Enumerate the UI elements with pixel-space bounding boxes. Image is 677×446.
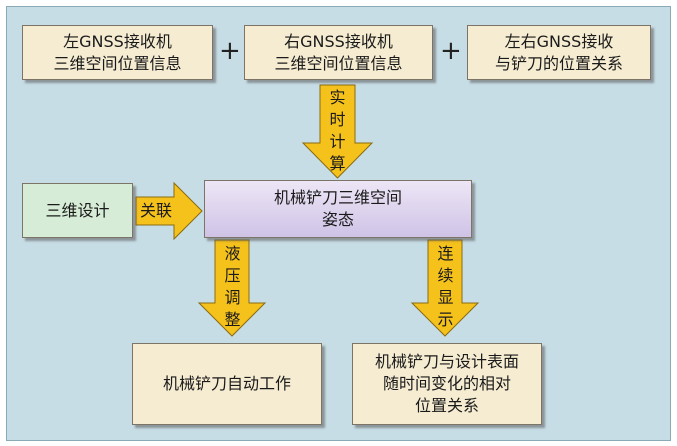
arrow-hydraulic [197,239,267,337]
box-attitude-line1: 机械铲刀三维空间 [273,188,402,207]
box-relative-line2: 随时间变化的相对 [382,374,511,393]
arrow-link [135,181,203,241]
plus-sign-1: + [219,36,241,66]
box-left-gnss: 左GNSS接收机 三维空间位置信息 [22,25,213,80]
box-design: 三维设计 [22,183,133,238]
arrow-display [410,239,480,337]
label-realtime-char: 时 [329,110,346,129]
box-right-gnss: 右GNSS接收机 三维空间位置信息 [244,25,433,80]
label-hydraulic-char: 液 [224,244,241,263]
label-display-char: 连 [437,244,454,263]
box-relation-line1: 左右GNSS接收 [504,31,614,51]
label-display-char: 显 [437,288,454,307]
box-auto-work-label: 机械铲刀自动工作 [162,374,291,393]
label-realtime-char: 计 [329,132,346,151]
box-relation: 左右GNSS接收 与铲刀的位置关系 [467,25,651,80]
box-right-gnss-line2: 三维空间位置信息 [274,53,403,73]
label-display-char: 示 [437,310,454,329]
box-attitude: 机械铲刀三维空间 姿态 [204,180,472,238]
label-link: 关联 [140,201,173,220]
box-design-label: 三维设计 [45,200,110,220]
label-hydraulic-char: 整 [224,310,241,329]
box-right-gnss-line1: 右GNSS接收机 [284,31,393,51]
box-left-gnss-line2: 三维空间位置信息 [53,53,182,73]
label-hydraulic-char: 压 [224,266,241,285]
label-display: 连 续 显 示 [437,243,454,331]
box-relative-line3: 位置关系 [414,396,479,415]
label-display-char: 续 [437,266,454,285]
box-attitude-line2: 姿态 [321,210,354,229]
label-hydraulic-char: 调 [224,288,241,307]
label-hydraulic: 液 压 调 整 [224,243,241,331]
label-realtime: 实 时 计 算 [329,87,346,175]
label-realtime-char: 实 [329,88,346,107]
box-relation-line2: 与铲刀的位置关系 [494,53,623,73]
label-realtime-char: 算 [329,154,346,173]
box-auto-work: 机械铲刀自动工作 [132,343,322,425]
box-relative-line1: 机械铲刀与设计表面 [374,352,519,371]
plus-sign-2: + [440,36,462,66]
box-left-gnss-line1: 左GNSS接收机 [63,31,172,51]
arrow-realtime [301,84,374,179]
box-relative-position: 机械铲刀与设计表面 随时间变化的相对 位置关系 [352,343,542,425]
